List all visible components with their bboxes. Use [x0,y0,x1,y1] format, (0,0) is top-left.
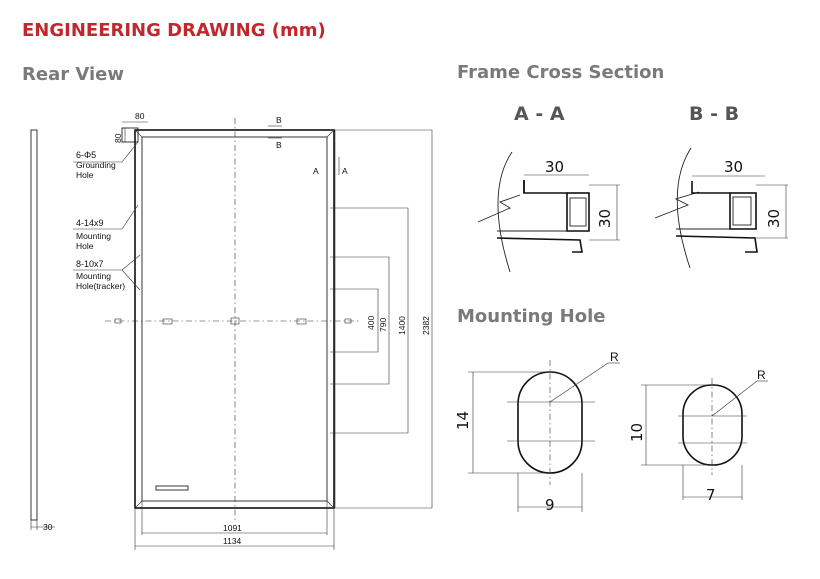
dim-1134: 1134 [223,536,242,546]
section-bb-label: B - B [689,103,740,125]
mounting-hole-label-1: Mounting [76,231,111,241]
bb-height-dim: 30 [765,209,783,228]
dim-1400: 1400 [397,316,407,335]
dim-1091: 1091 [223,523,242,533]
section-mark-b-top: B [276,115,282,125]
grounding-hole-size: 6-Φ5 [76,150,96,160]
large-hole-width-dim: 9 [545,496,555,514]
corner-top-dim: 80 [135,111,145,121]
large-hole-radius: R [610,350,619,364]
section-aa-drawing [477,151,620,273]
mounting-hole-heading: Mounting Hole [457,306,606,327]
dim-400: 400 [366,316,376,330]
section-bb-drawing [654,147,788,269]
module-frame [134,129,335,509]
side-thickness-dim: 30 [43,522,53,532]
side-profile [30,129,38,521]
small-hole-radius: R [757,368,766,382]
aa-width-dim: 30 [545,158,564,176]
tracker-hole-label-2: Hole(tracker) [76,281,125,291]
mounting-hole-label-2: Hole [76,241,94,251]
tracker-hole-size: 8-10x7 [76,259,104,269]
section-mark-b-bottom: B [276,140,282,150]
mounting-hole-small-drawing [641,378,768,500]
grounding-hole-label-2: Hole [76,170,94,180]
grounding-hole-label-1: Grounding [76,160,116,170]
section-mark-a-right: A [342,166,348,176]
corner-side-dim: 80 [113,133,123,143]
aa-height-dim: 30 [596,209,614,228]
section-mark-a-left: A [313,166,319,176]
large-hole-height-dim: 14 [454,411,472,430]
label-plate [155,485,189,491]
small-hole-height-dim: 10 [628,423,646,442]
mounting-hole-size: 4-14x9 [76,218,104,228]
rear-view-drawing: 30 80 80 6-Φ5 Grounding Hole [30,111,433,550]
bb-width-dim: 30 [724,158,743,176]
small-hole-width-dim: 7 [706,486,716,504]
section-aa-label: A - A [514,103,565,125]
rear-view-heading: Rear View [22,64,124,85]
frame-cross-section-heading: Frame Cross Section [457,62,665,83]
mounting-hole-large-drawing [468,360,620,512]
drawing-title: ENGINEERING DRAWING (mm) [22,20,326,41]
tracker-hole-label-1: Mounting [76,271,111,281]
corner-detail [121,127,139,143]
vertical-dimensions [330,129,433,509]
dim-2382: 2382 [421,316,431,335]
dim-790: 790 [378,318,388,332]
